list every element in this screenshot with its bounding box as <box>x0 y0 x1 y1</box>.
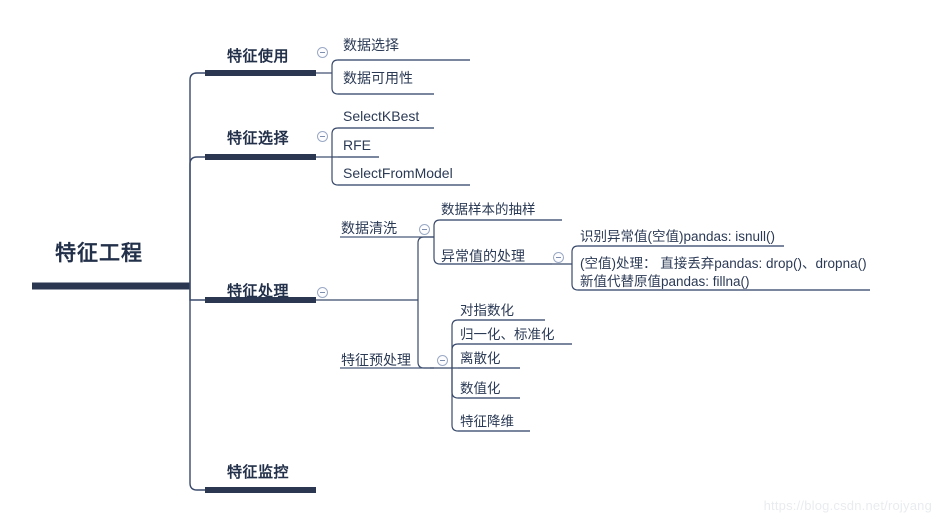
node-label-outlier-handling[interactable]: 异常值的处理 <box>441 248 525 264</box>
node-label-rfe[interactable]: RFE <box>343 137 371 153</box>
node-label-identify-outliers[interactable]: 识别异常值(空值)pandas: isnull() <box>580 229 776 244</box>
collapse-toggle-icon-feature-use[interactable] <box>317 47 328 58</box>
node-label-selectfrommodel[interactable]: SelectFromModel <box>343 165 453 181</box>
root-node-label[interactable]: 特征工程 <box>55 242 143 265</box>
node-label-dimensionality-reduction[interactable]: 特征降维 <box>460 414 514 429</box>
node-label-null-handling[interactable]: (空值)处理： 直接丢弃pandas: drop()、dropna() 新值代替… <box>580 256 867 290</box>
collapse-toggle-icon-feature-selection[interactable] <box>317 131 328 142</box>
branch-label-feature-use[interactable]: 特征使用 <box>227 48 290 65</box>
node-label-discretization[interactable]: 离散化 <box>460 351 501 366</box>
collapse-toggle-icon-feature-preprocessing[interactable] <box>437 355 448 366</box>
node-label-data-sampling[interactable]: 数据样本的抽样 <box>441 202 536 217</box>
node-label-numericalization[interactable]: 数值化 <box>460 381 501 396</box>
node-label-normalization-standardization[interactable]: 归一化、标准化 <box>460 327 555 342</box>
collapse-toggle-icon-feature-processing[interactable] <box>317 287 328 298</box>
node-label-feature-preprocessing[interactable]: 特征预处理 <box>341 352 411 368</box>
node-label-data-availability[interactable]: 数据可用性 <box>343 70 413 86</box>
node-label-data-selection[interactable]: 数据选择 <box>343 37 399 53</box>
branch-label-feature-selection[interactable]: 特征选择 <box>227 130 290 147</box>
branch-label-feature-processing[interactable]: 特征处理 <box>227 283 290 300</box>
branch-label-feature-monitoring[interactable]: 特征监控 <box>227 464 290 481</box>
node-label-selectkbest[interactable]: SelectKBest <box>343 108 420 124</box>
collapse-toggle-icon-outlier-handling[interactable] <box>553 252 564 263</box>
watermark-text: https://blog.csdn.net/rojyang <box>763 498 932 513</box>
node-label-data-cleaning[interactable]: 数据清洗 <box>341 220 397 236</box>
collapse-toggle-icon-data-cleaning[interactable] <box>419 224 430 235</box>
node-label-log-exponential[interactable]: 对指数化 <box>460 303 514 318</box>
